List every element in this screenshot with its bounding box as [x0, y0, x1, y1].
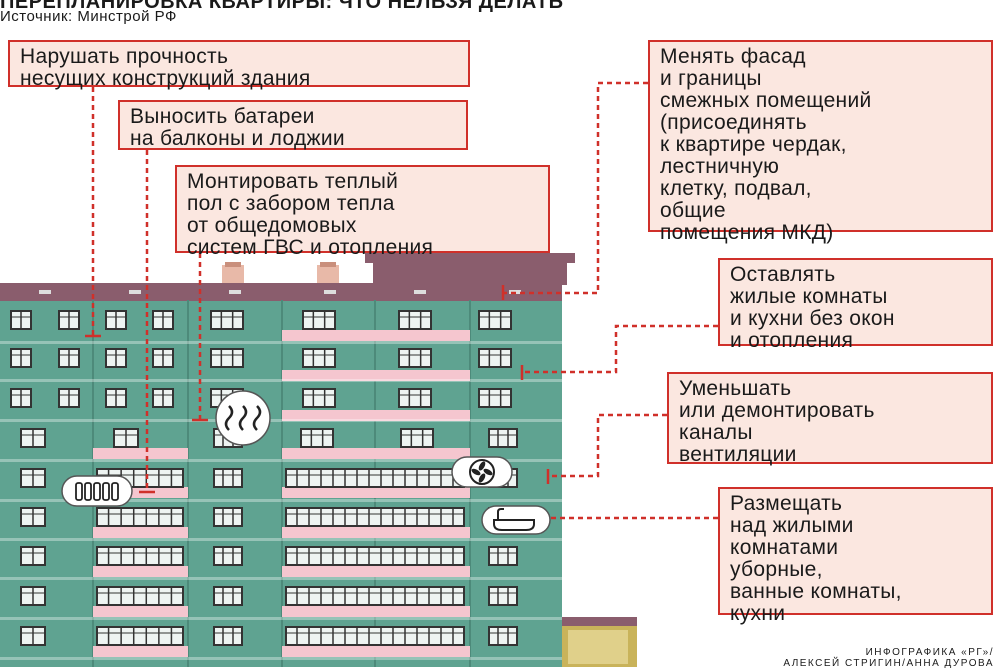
window — [490, 628, 516, 644]
apartment-building — [0, 81, 718, 667]
floor-ledge — [0, 379, 562, 382]
window — [480, 390, 510, 406]
window — [304, 350, 334, 366]
balcony — [282, 448, 470, 459]
bathtub-icon — [493, 519, 535, 531]
balcony — [282, 606, 470, 617]
window — [400, 390, 430, 406]
radiator-icon — [93, 482, 101, 501]
roof-vent — [414, 290, 426, 294]
window — [215, 548, 241, 564]
floor-ledge — [0, 459, 562, 462]
radiator-icon — [84, 482, 92, 501]
source-note: Источник: Минстрой РФ — [0, 8, 177, 25]
fan-icon — [483, 468, 493, 476]
callout-windows: Оставлять жилые комнаты и кухни без окон… — [718, 258, 993, 352]
fan-icon — [471, 468, 481, 476]
radiator-icon — [102, 482, 110, 501]
window — [490, 548, 516, 564]
balcony — [282, 566, 470, 577]
window-balcony — [287, 628, 463, 644]
page-title: ПЕРЕПЛАНИРОВКА КВАРТИРЫ: ЧТО НЕЛЬЗЯ ДЕЛА… — [0, 0, 564, 13]
window-balcony — [98, 548, 182, 564]
floor-ledge — [0, 657, 562, 660]
window — [400, 350, 430, 366]
bathtub-icon — [497, 508, 504, 520]
window — [490, 588, 516, 604]
window — [400, 312, 430, 328]
callout-radiators: Выносить батареи на балконы и лоджии — [118, 100, 468, 150]
window — [215, 628, 241, 644]
floor-ledge — [0, 577, 562, 580]
roof-vent — [39, 290, 51, 294]
window-balcony — [287, 548, 463, 564]
credit-line: ИНФОГРАФИКА «РГ»/ АЛЕКСЕЙ СТРИГИН/АННА Д… — [783, 647, 994, 669]
floor-ledge — [0, 499, 562, 502]
window — [304, 390, 334, 406]
window — [215, 588, 241, 604]
floor-ledge — [0, 419, 562, 422]
floor-ledge — [0, 538, 562, 541]
leader-line — [548, 413, 667, 478]
window-balcony — [287, 588, 463, 604]
callout-ventilation: Уменьшать или демонтировать каналы венти… — [667, 372, 993, 466]
roof-vent — [324, 290, 336, 294]
steam-icon — [224, 405, 234, 431]
window — [215, 470, 241, 486]
fan-icon — [451, 456, 513, 488]
balcony — [93, 606, 188, 617]
fan-icon — [478, 461, 486, 471]
balcony — [282, 646, 470, 657]
floor-ledge — [0, 341, 562, 344]
window — [212, 312, 242, 328]
radiator-icon — [111, 482, 119, 501]
steam-icon — [238, 405, 248, 431]
window — [212, 350, 242, 366]
balcony — [282, 370, 470, 381]
leader-line — [503, 81, 648, 295]
balcony — [282, 527, 470, 538]
balcony — [282, 410, 470, 421]
window — [402, 430, 432, 446]
window-balcony — [98, 628, 182, 644]
floor-ledge — [0, 617, 562, 620]
window-balcony — [98, 509, 182, 525]
balcony — [93, 646, 188, 657]
window — [304, 312, 334, 328]
callout-facade: Менять фасад и границы смежных помещений… — [648, 40, 993, 244]
balcony — [93, 527, 188, 538]
window — [480, 350, 510, 366]
fan-icon — [469, 459, 495, 485]
callout-warm-floor: Монтировать теплый пол с забором тепла о… — [175, 165, 550, 259]
balcony — [93, 448, 188, 459]
fan-icon — [478, 473, 486, 483]
window-balcony — [98, 588, 182, 604]
window-balcony — [287, 470, 463, 486]
radiator-icon — [75, 482, 83, 501]
window — [490, 430, 516, 446]
window — [302, 430, 332, 446]
callout-strength: Нарушать прочность несущих конструкций з… — [8, 40, 470, 90]
roof-band — [0, 283, 562, 301]
window-balcony — [287, 509, 463, 525]
steam-icon — [252, 405, 262, 431]
roof-vent — [129, 290, 141, 294]
balcony — [93, 566, 188, 577]
window — [215, 509, 241, 525]
balcony — [282, 487, 470, 498]
radiator-icon — [61, 475, 133, 507]
window — [480, 312, 510, 328]
roof-vent — [229, 290, 241, 294]
callout-toilets: Размещать над жилыми комнатами уборные, … — [718, 487, 993, 625]
balcony — [282, 330, 470, 341]
